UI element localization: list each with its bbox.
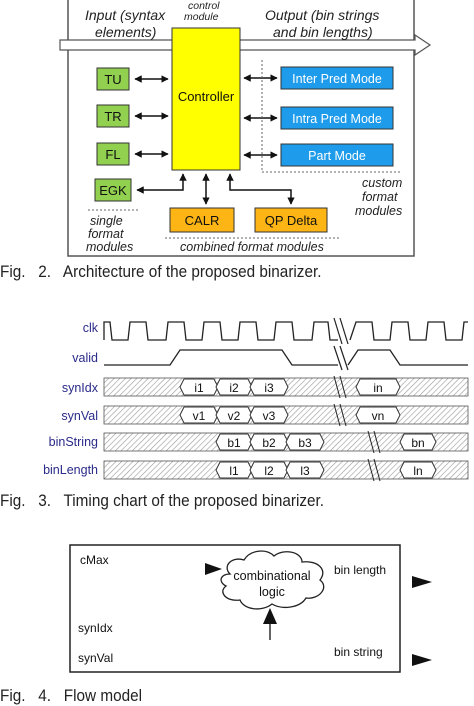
single-label-line2: format bbox=[88, 227, 124, 241]
module-part-mode-label: Part Mode bbox=[308, 149, 366, 163]
signal-binlength-label: binLength bbox=[43, 463, 98, 477]
module-tr-label: TR bbox=[104, 109, 121, 124]
input-cmax: cMax bbox=[80, 553, 109, 567]
module-calr-label: CALR bbox=[185, 213, 220, 228]
single-label-line1: single bbox=[90, 214, 123, 228]
synidx-value-3: i3 bbox=[264, 381, 274, 395]
bus-binlength bbox=[103, 458, 469, 482]
valid-wave-right bbox=[347, 349, 468, 366]
binlength-value-3: l3 bbox=[300, 464, 310, 478]
single-label-line3: modules bbox=[86, 240, 133, 254]
bus-synval bbox=[103, 403, 469, 427]
synidx-value-n: in bbox=[373, 381, 382, 395]
clk-wave-left bbox=[103, 321, 338, 341]
binstring-value-1: b1 bbox=[227, 436, 241, 450]
cloud-label-line2: logic bbox=[259, 585, 285, 599]
signal-binstring-label: binString bbox=[49, 435, 98, 449]
input-label-line1: Input (syntax bbox=[85, 7, 166, 23]
binlength-value-2: l2 bbox=[264, 464, 274, 478]
break-mark-clk-a bbox=[333, 317, 343, 345]
fig3-timing-chart: clk valid synIdx synVal binString binLen… bbox=[43, 317, 469, 482]
control-label-line2: module bbox=[184, 11, 219, 23]
clk-wave-right bbox=[349, 321, 468, 341]
link-qp-delta bbox=[226, 173, 295, 205]
input-synidx: synIdx bbox=[78, 621, 113, 635]
fig2-architecture: Input (syntax elements) control module O… bbox=[59, 0, 432, 257]
controller-block bbox=[171, 27, 241, 171]
break-mark-clk-b bbox=[339, 317, 349, 345]
output-label-line1: Output (bin strings bbox=[265, 7, 379, 23]
bus-synidx bbox=[103, 375, 469, 399]
synval-value-3: v3 bbox=[263, 409, 276, 423]
cloud-label-line1: combinational bbox=[233, 569, 310, 583]
module-tu bbox=[96, 67, 130, 91]
signal-valid-label: valid bbox=[72, 351, 98, 365]
signal-synidx-label: synIdx bbox=[62, 381, 99, 395]
synval-value-n: vn bbox=[372, 409, 385, 423]
combined-label: combined format modules bbox=[180, 240, 324, 254]
binlength-value-1: l1 bbox=[229, 464, 239, 478]
control-label-line1: control bbox=[188, 0, 220, 12]
binstring-value-3: b3 bbox=[298, 436, 312, 450]
synidx-into-logic-arrow bbox=[263, 608, 277, 624]
module-tu-label: TU bbox=[104, 72, 121, 87]
module-intra-pred bbox=[280, 106, 394, 130]
output-bin-string: bin string bbox=[334, 645, 383, 659]
break-mark-valid-a bbox=[333, 345, 343, 371]
module-qp-delta bbox=[254, 207, 328, 233]
module-tr bbox=[96, 104, 130, 128]
synval-value-2: v2 bbox=[228, 409, 241, 423]
custom-label-line3: modules bbox=[355, 204, 402, 218]
bin-string-out-arrow bbox=[412, 654, 432, 666]
bin-length-out-arrow bbox=[412, 576, 432, 588]
synval-value-1: v1 bbox=[193, 409, 206, 423]
module-fl bbox=[96, 142, 130, 166]
module-part-mode bbox=[280, 143, 394, 167]
input-synval: synVal bbox=[78, 651, 113, 665]
fig4-flow-model: cMax synIdx synVal bin length bin string… bbox=[69, 544, 432, 673]
custom-label-line2: format bbox=[362, 190, 398, 204]
module-inter-pred-label: Inter Pred Mode bbox=[292, 72, 382, 86]
signal-clk-label: clk bbox=[83, 321, 99, 335]
module-intra-pred-label: Intra Pred Mode bbox=[292, 112, 382, 126]
binstring-value-2: b2 bbox=[262, 436, 276, 450]
module-calr bbox=[169, 207, 235, 233]
module-fl-label: FL bbox=[105, 147, 120, 162]
cmax-into-logic-arrow bbox=[205, 563, 222, 575]
fig4-caption: Fig. 4. Flow model bbox=[0, 686, 143, 705]
custom-label-line1: custom bbox=[362, 176, 402, 190]
fig2-caption: Fig. 2. Architecture of the proposed bin… bbox=[0, 262, 322, 281]
synidx-value-1: i1 bbox=[194, 381, 204, 395]
module-qp-delta-label: QP Delta bbox=[265, 213, 318, 228]
signal-synval-label: synVal bbox=[61, 409, 98, 423]
module-egk bbox=[94, 178, 132, 202]
valid-wave-left bbox=[104, 349, 338, 366]
output-bin-length: bin length bbox=[334, 563, 386, 577]
module-egk-label: EGK bbox=[99, 183, 127, 198]
combinational-logic-cloud bbox=[220, 550, 325, 610]
link-egk bbox=[136, 173, 187, 194]
binstring-value-n: bn bbox=[411, 436, 424, 450]
data-flow-arrow bbox=[59, 33, 432, 57]
module-inter-pred bbox=[280, 66, 394, 90]
fig3-caption: Fig. 3. Timing chart of the proposed bin… bbox=[0, 491, 325, 510]
input-label-line2: elements) bbox=[95, 24, 156, 40]
controller-label: Controller bbox=[178, 89, 235, 104]
break-mark-valid-b bbox=[339, 345, 349, 371]
binlength-value-n: ln bbox=[413, 464, 422, 478]
bus-binstring bbox=[103, 430, 469, 454]
output-label-line2: and bin lengths) bbox=[273, 24, 373, 40]
synidx-value-2: i2 bbox=[229, 381, 239, 395]
